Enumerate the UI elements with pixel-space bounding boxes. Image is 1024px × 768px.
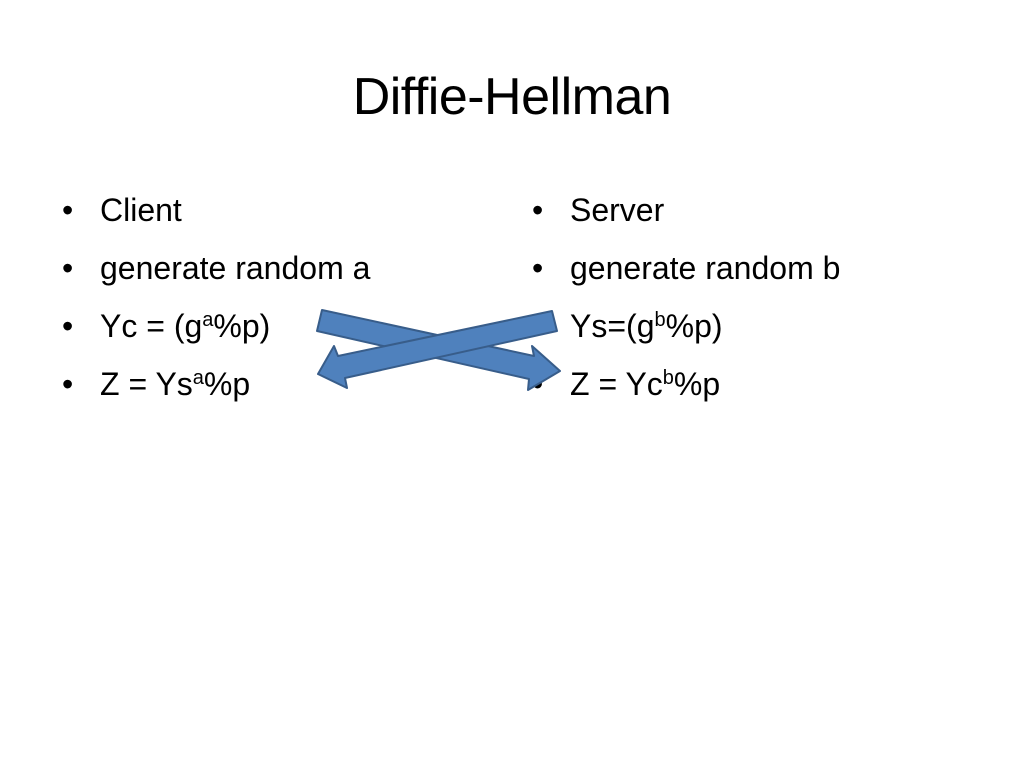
bullet-icon: • [62,250,74,286]
server-ys-suffix: %p) [665,308,723,344]
client-z-suffix: %p [203,366,251,402]
client-label: Client [100,192,182,228]
client-item-z: • Z = Ysa%p [62,360,482,418]
server-item-ys: • Ys=(gb%p) [532,302,972,360]
bullet-icon: • [62,192,74,228]
client-yc-exponent: a [202,309,214,331]
server-item-label: • Server [532,186,972,244]
bullet-icon: • [62,308,74,344]
server-generate-text: generate random b [570,250,841,286]
slide-title: Diffie-Hellman [352,68,672,126]
client-yc-base: Yc = (g [100,308,203,344]
client-yc-suffix: %p) [213,308,271,344]
client-item-generate: • generate random a [62,244,482,302]
client-z-base: Z = Ys [100,366,193,402]
server-z-suffix: %p [673,366,721,402]
bullet-icon: • [532,366,544,402]
bullet-icon: • [532,308,544,344]
bullet-icon: • [62,366,74,402]
client-generate-text: generate random a [100,250,371,286]
server-column: • Server • generate random b • Ys=(gb%p)… [532,186,972,418]
client-z-exponent: a [192,367,204,389]
bullet-icon: • [532,192,544,228]
bullet-icon: • [532,250,544,286]
client-item-label: • Client [62,186,482,244]
server-z-base: Z = Yc [570,366,663,402]
server-ys-exponent: b [654,309,666,331]
client-item-yc: • Yc = (ga%p) [62,302,482,360]
server-label: Server [570,192,665,228]
server-ys-base: Ys=(g [570,308,655,344]
server-item-generate: • generate random b [532,244,972,302]
server-item-z: • Z = Ycb%p [532,360,972,418]
server-z-exponent: b [662,367,674,389]
client-column: • Client • generate random a • Yc = (ga%… [62,186,482,418]
